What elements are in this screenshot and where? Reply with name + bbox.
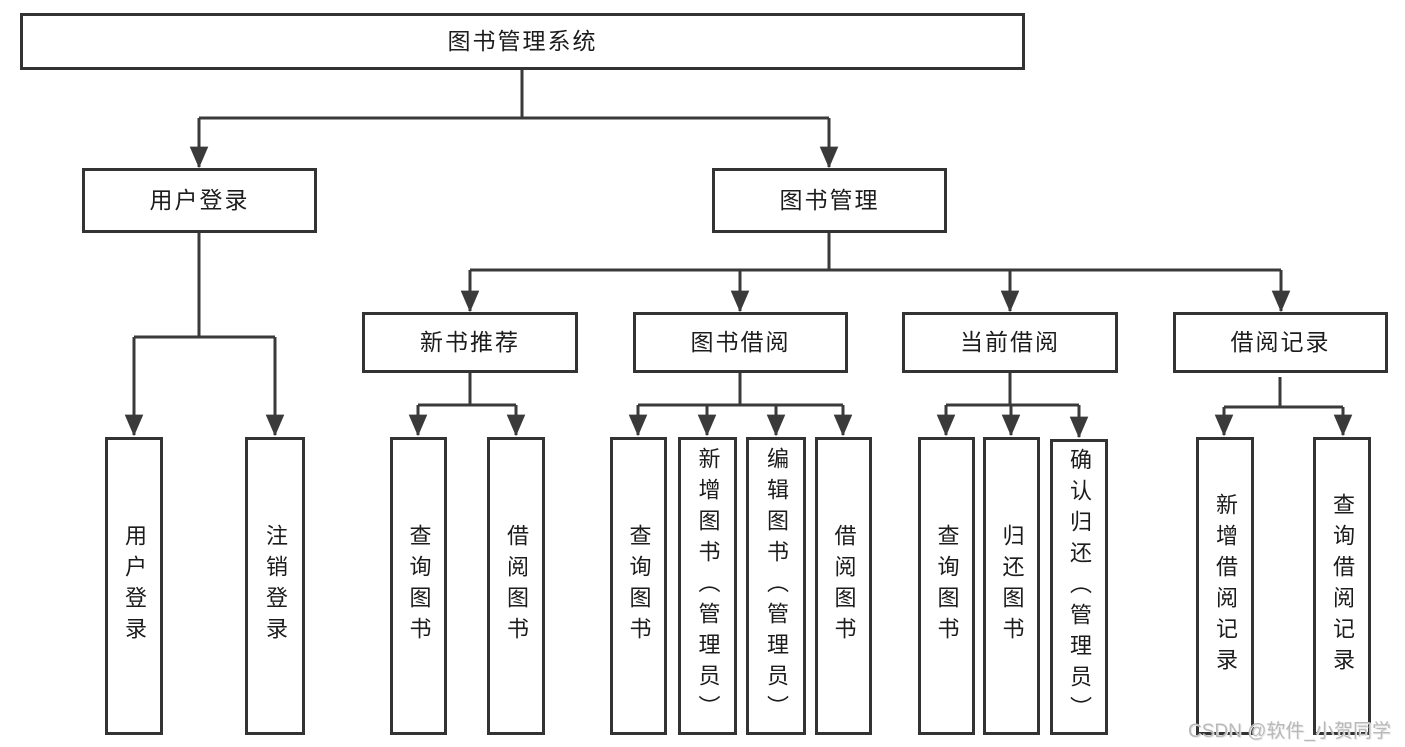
leaf-return-books: 归还图书 bbox=[983, 437, 1040, 735]
node-book-borrowing: 图书借阅 bbox=[633, 312, 848, 373]
leaf-query-borrow-record: 查询借阅记录 bbox=[1313, 437, 1371, 735]
node-book-management: 图书管理 bbox=[712, 168, 947, 233]
leaf-add-books-admin: 新增图书（管理员） bbox=[678, 437, 737, 735]
leaf-add-borrow-record: 新增借阅记录 bbox=[1196, 437, 1254, 735]
node-root-system: 图书管理系统 bbox=[20, 13, 1025, 70]
leaf-borrowing-query-books: 查询图书 bbox=[610, 437, 667, 735]
leaf-confirm-return-admin: 确认归还（管理员） bbox=[1050, 439, 1108, 735]
csdn-watermark: CSDN @软件_小贺同学 bbox=[1188, 721, 1391, 742]
node-current-borrowing: 当前借阅 bbox=[902, 312, 1118, 373]
node-user-login: 用户登录 bbox=[82, 168, 317, 233]
leaf-recommend-query-books: 查询图书 bbox=[390, 437, 447, 735]
node-borrow-records: 借阅记录 bbox=[1173, 312, 1388, 373]
leaf-current-query-books: 查询图书 bbox=[918, 437, 975, 735]
leaf-edit-books-admin: 编辑图书（管理员） bbox=[746, 437, 806, 735]
node-new-book-recommend: 新书推荐 bbox=[362, 312, 578, 373]
leaf-borrowing-borrow-books: 借阅图书 bbox=[815, 437, 872, 735]
leaf-logout: 注销登录 bbox=[245, 437, 305, 735]
leaf-recommend-borrow-books: 借阅图书 bbox=[487, 437, 545, 735]
leaf-user-login: 用户登录 bbox=[105, 437, 163, 735]
